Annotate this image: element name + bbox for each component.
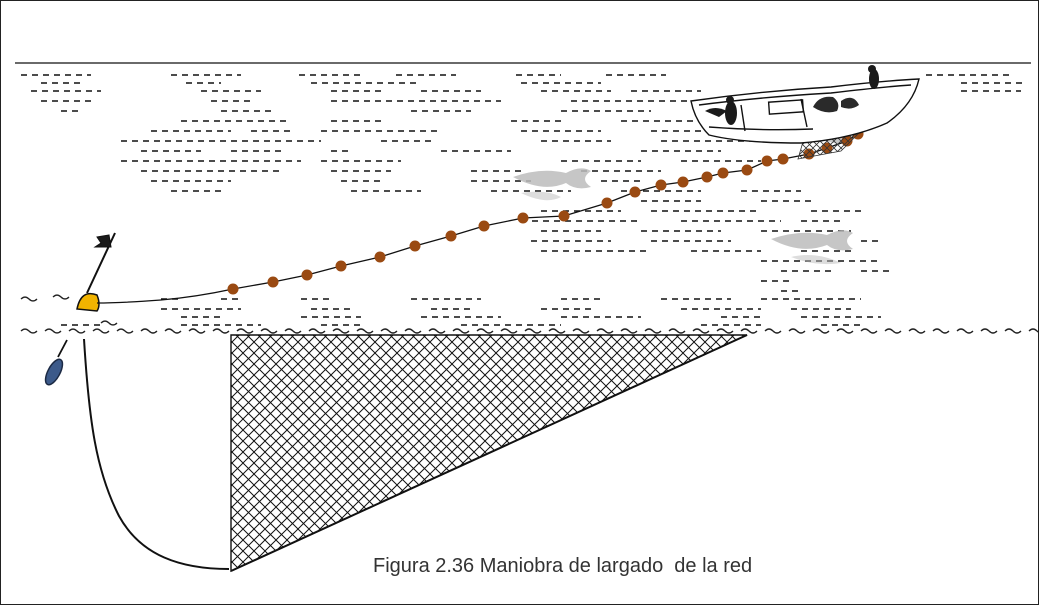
float	[445, 230, 457, 242]
figure-caption: Figura 2.36 Maniobra de largado de la re…	[373, 555, 753, 577]
float	[629, 186, 641, 198]
float	[777, 153, 789, 165]
waterline-waves	[20, 294, 1038, 334]
float	[227, 283, 239, 295]
float	[301, 269, 313, 281]
float	[478, 220, 490, 232]
float	[374, 251, 386, 263]
float	[655, 179, 667, 191]
float	[717, 167, 729, 179]
float	[267, 276, 279, 288]
float	[761, 155, 773, 167]
fish-icon	[771, 230, 853, 265]
net-footrope	[230, 334, 748, 572]
anchor-buoy-icon	[44, 339, 68, 386]
float	[335, 260, 347, 272]
float	[517, 212, 529, 224]
fish-icon	[513, 168, 591, 201]
float	[601, 197, 613, 209]
float	[701, 171, 713, 183]
float	[409, 240, 421, 252]
fisherman-icon	[705, 96, 737, 125]
flag-icon	[93, 234, 112, 248]
fisherman-icon	[813, 96, 859, 113]
anchor-line	[83, 338, 230, 570]
float	[558, 210, 570, 222]
fisherman-icon	[868, 65, 879, 89]
boat-icon	[690, 78, 920, 144]
float	[677, 176, 689, 188]
buoy-line	[96, 288, 234, 304]
float	[741, 164, 753, 176]
sea-surface-texture	[21, 74, 1026, 326]
